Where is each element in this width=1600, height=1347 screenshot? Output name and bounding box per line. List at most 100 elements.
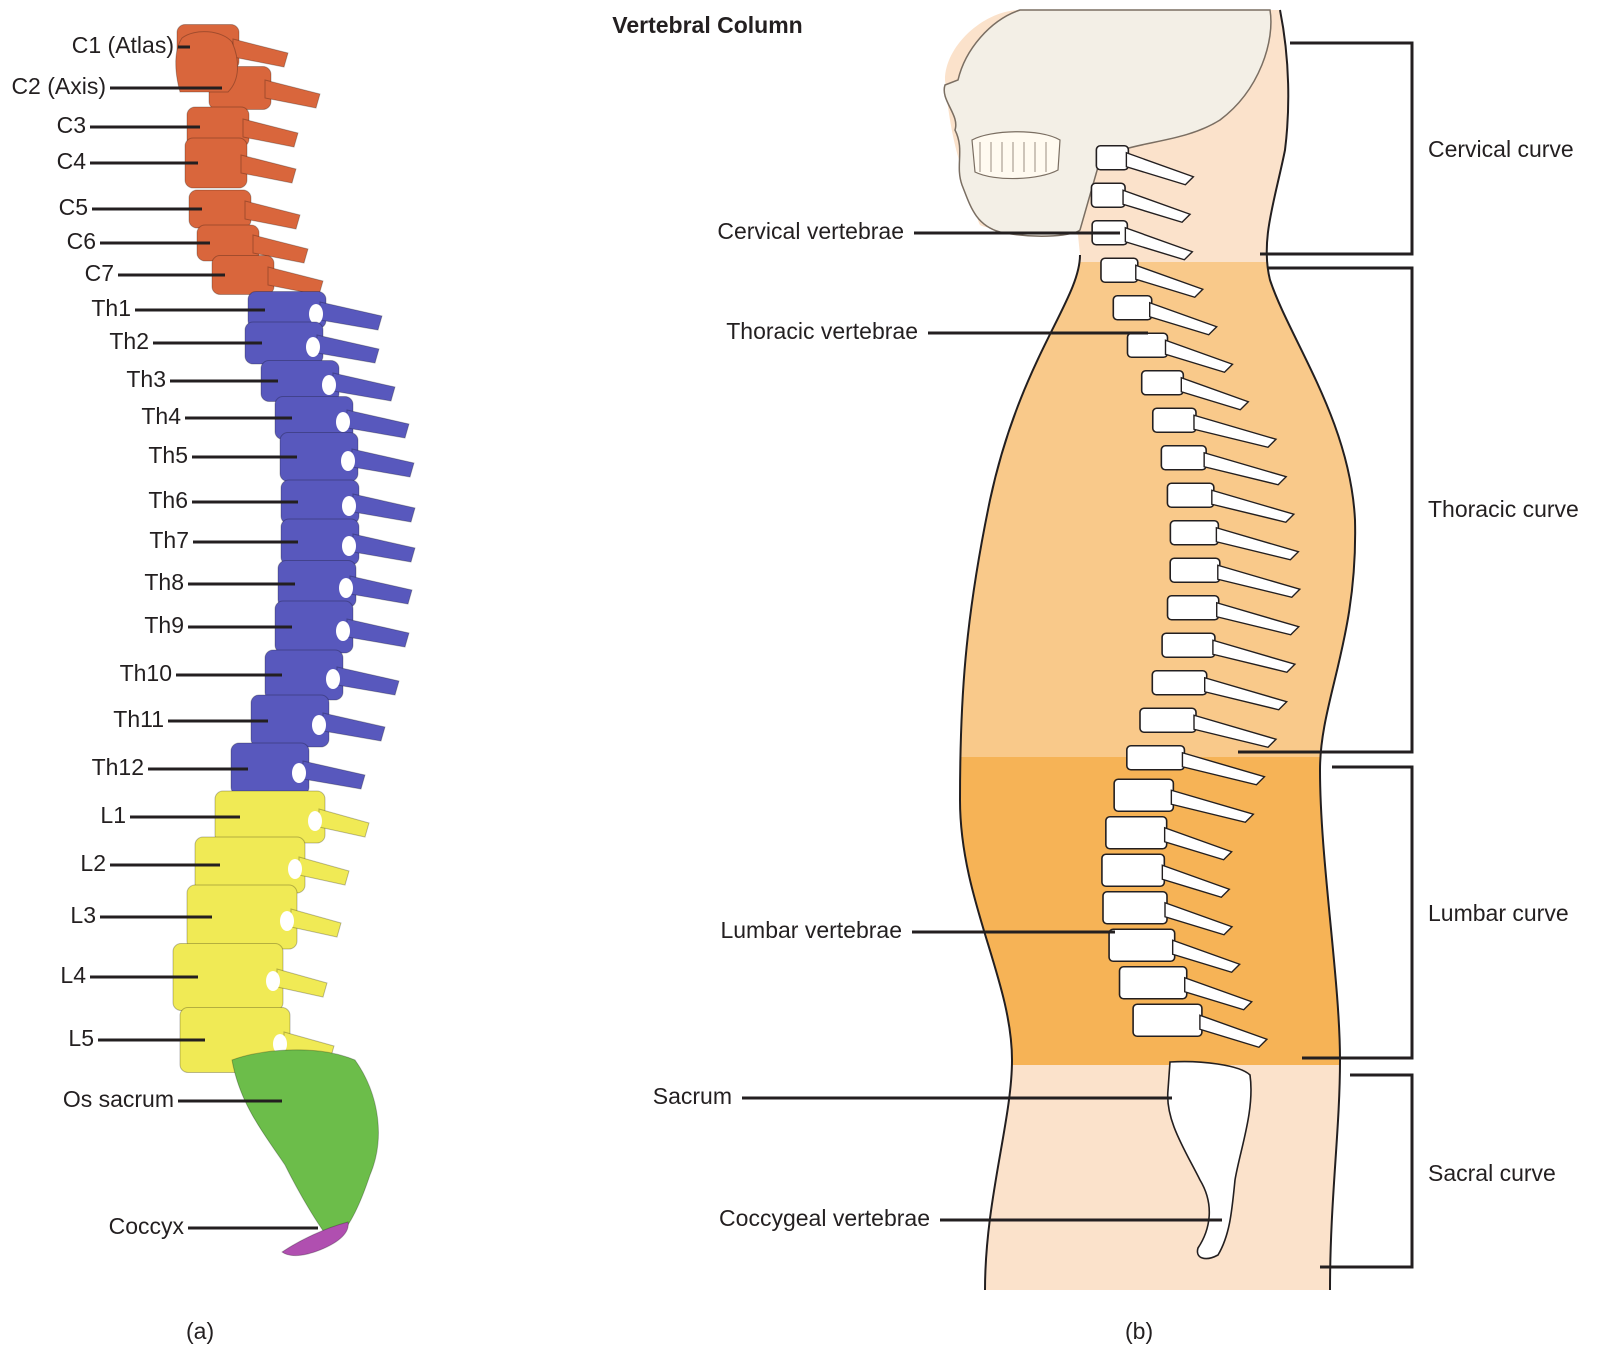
spinous-process-a — [242, 118, 299, 148]
label-l5: L5 — [68, 1025, 94, 1051]
vertebra-body — [1100, 257, 1139, 284]
spinous-process — [1125, 151, 1195, 186]
label-th7: Th7 — [149, 527, 189, 553]
label-th5: Th5 — [148, 442, 188, 468]
spinous-process-a — [276, 968, 328, 998]
spinous-process-a — [298, 856, 350, 886]
label-lumbar-vertebrae: Lumbar vertebrae — [720, 917, 902, 943]
sacrum-a — [231, 1049, 379, 1241]
foramen — [326, 669, 340, 689]
curve-bracket — [1320, 1073, 1414, 1269]
label-c2-axis: C2 (Axis) — [11, 73, 106, 99]
label-l2: L2 — [80, 850, 106, 876]
panel-a-spine — [90, 24, 416, 1257]
spinous-process — [1135, 264, 1205, 299]
vertebra-body — [1132, 1003, 1203, 1038]
skull — [943, 9, 1272, 237]
spinous-process — [1171, 939, 1241, 974]
label-l3: L3 — [70, 902, 96, 928]
label-th12: Th12 — [91, 754, 144, 780]
spinous-process-a — [232, 38, 289, 68]
foramen — [342, 496, 356, 516]
label-cervical-vertebrae: Cervical vertebrae — [717, 218, 904, 244]
figure-title: Vertebral Column — [612, 12, 803, 38]
vertebra-body — [1108, 928, 1176, 963]
label-th4: Th4 — [141, 403, 181, 429]
spinous-process-a — [252, 234, 309, 264]
vertebra-body — [1118, 965, 1188, 1000]
spinous-process — [1216, 601, 1301, 636]
vertebra-body — [1102, 890, 1168, 925]
vertebra-body — [1113, 778, 1175, 813]
spinous-process — [1204, 676, 1289, 711]
foramen — [292, 763, 306, 783]
label-coccygeal-vertebrae: Coccygeal vertebrae — [719, 1205, 930, 1231]
vertebra-body — [1166, 482, 1215, 509]
vertebra-body — [1161, 632, 1216, 659]
foramen — [339, 578, 353, 598]
vertebra-body — [1126, 332, 1169, 359]
label-th8: Th8 — [144, 569, 184, 595]
spinous-process-a — [316, 334, 380, 364]
label-coccyx: Coccyx — [108, 1213, 184, 1239]
vertebra-body — [1169, 519, 1220, 546]
label-lumbar-curve: Lumbar curve — [1428, 900, 1569, 926]
label-sacral-curve: Sacral curve — [1428, 1160, 1556, 1186]
spinous-process-a — [346, 409, 410, 439]
curve-brackets — [1238, 41, 1414, 1269]
foramen — [308, 811, 322, 831]
vertebra-body — [1126, 744, 1186, 771]
spinous-process — [1193, 714, 1278, 749]
spinous-process — [1215, 526, 1300, 561]
label-thoracic-vertebrae: Thoracic vertebrae — [726, 318, 918, 344]
spinous-process — [1217, 564, 1302, 599]
label-c7: C7 — [84, 260, 114, 286]
spinous-process — [1124, 226, 1194, 261]
spinous-process-a — [302, 760, 366, 790]
panel-b-caption: (b) — [1125, 1318, 1154, 1344]
vertebra-body — [1090, 182, 1126, 209]
label-thoracic-curve: Thoracic curve — [1428, 496, 1579, 522]
vertebra-body — [1095, 144, 1130, 171]
spinous-process-a — [351, 448, 415, 478]
foramen — [273, 1034, 287, 1054]
foramen — [306, 337, 320, 357]
spinous-process — [1149, 301, 1218, 336]
panel-a-caption: (a) — [186, 1318, 215, 1344]
spinous-process — [1212, 639, 1297, 674]
body-back-outline — [1265, 9, 1357, 1291]
label-th6: Th6 — [148, 487, 188, 513]
foramen — [288, 859, 302, 879]
label-c4: C4 — [56, 148, 86, 174]
curve-bracket — [1302, 765, 1414, 1060]
vertebra-body — [1169, 557, 1221, 584]
vertebra-body — [1151, 669, 1208, 696]
label-l1: L1 — [100, 802, 126, 828]
vertebra-body — [1166, 594, 1220, 621]
label-th1: Th1 — [91, 295, 131, 321]
label-c6: C6 — [66, 228, 96, 254]
spinous-process-a — [319, 301, 383, 331]
label-th10: Th10 — [119, 660, 172, 686]
spinous-process — [1181, 751, 1266, 786]
foramen — [309, 304, 323, 324]
spinous-process-a — [352, 533, 416, 563]
spinous-process — [1180, 376, 1250, 411]
spinous-process — [1164, 339, 1234, 374]
vertebra-body — [1140, 369, 1185, 396]
spinous-process-a — [264, 79, 321, 109]
foramen — [312, 715, 326, 735]
foramen — [342, 536, 356, 556]
foramen — [336, 412, 350, 432]
spinous-process-a — [322, 712, 386, 742]
label-th11: Th11 — [113, 706, 164, 732]
spinous-process — [1170, 789, 1255, 824]
spinous-process-a — [352, 493, 416, 523]
label-c1-atlas: C1 (Atlas) — [71, 32, 174, 58]
spinous-process-a — [267, 266, 324, 296]
label-th2: Th2 — [109, 328, 149, 354]
foramen — [322, 375, 336, 395]
atlas-a — [175, 31, 238, 93]
